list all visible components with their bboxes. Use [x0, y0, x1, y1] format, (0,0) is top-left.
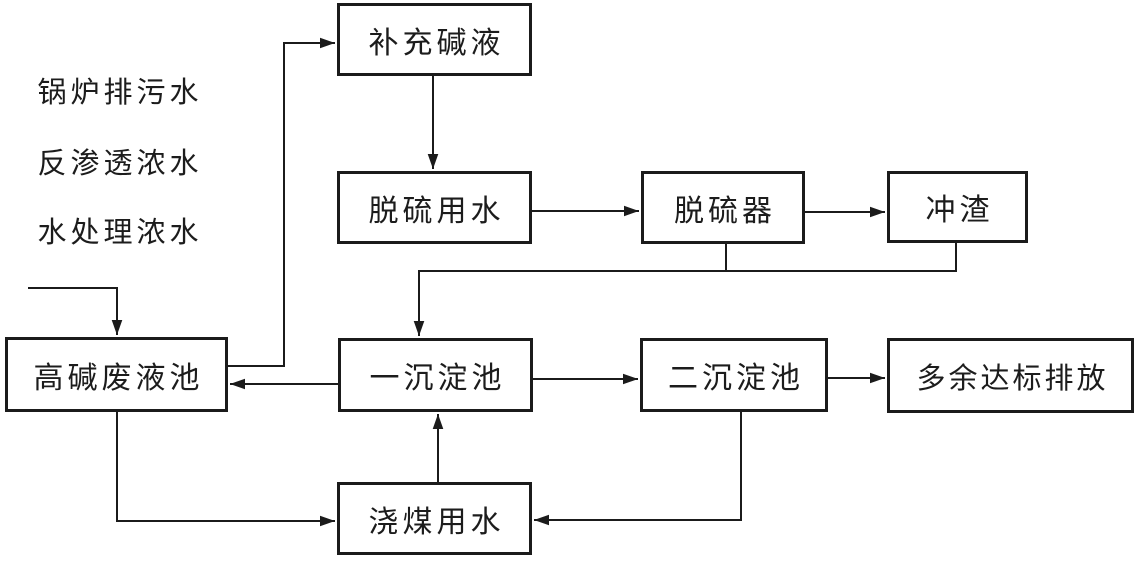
node-secondary-sedimentation: 二沉淀池 [640, 338, 828, 412]
node-primary-sedimentation: 一沉淀池 [338, 338, 533, 412]
inflow-label-boiler-blowdown: 锅炉排污水 [37, 75, 203, 109]
edge-secondary-sedimentation-to-coal-spray-water [534, 412, 742, 526]
inflow-label-water-treatment-concentrate: 水处理浓水 [37, 215, 203, 249]
node-desulfurization-water: 脱硫用水 [337, 171, 532, 244]
inflow-label-ro-concentrate: 反渗透浓水 [37, 146, 203, 180]
node-high-alkali-waste-pool: 高碱废液池 [5, 337, 228, 412]
edge-collector-to-primary-sedimentation [413, 243, 957, 336]
edge-inflow-to-high-alkali-pool [28, 287, 123, 335]
node-coal-spray-water: 浇煤用水 [337, 482, 532, 555]
edge-high-alkali-pool-to-supplement-alkali [228, 37, 335, 367]
node-supplement-alkali: 补充碱液 [337, 3, 532, 76]
node-slag-flushing: 冲渣 [887, 171, 1028, 243]
node-excess-discharge: 多余达标排放 [887, 338, 1134, 413]
edge-high-alkali-pool-to-coal-spray-water [116, 412, 335, 527]
node-desulfurizer: 脱硫器 [641, 171, 805, 244]
